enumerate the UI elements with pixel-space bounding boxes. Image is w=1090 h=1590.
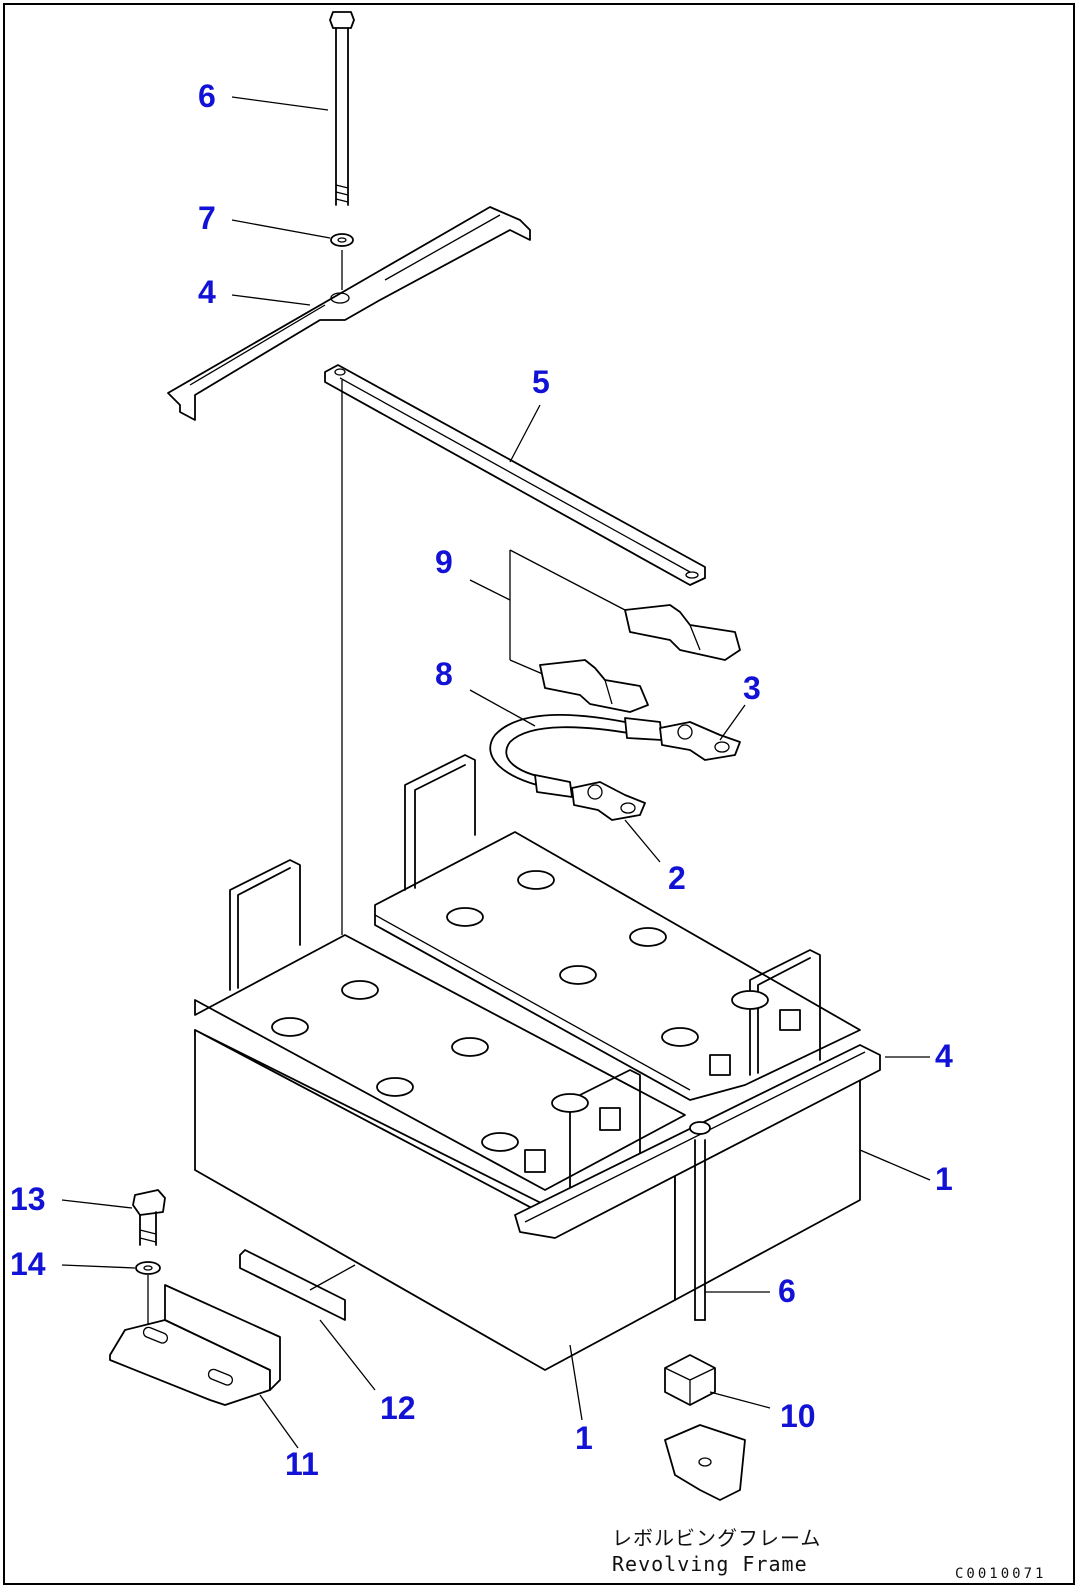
part-6-top-bolt xyxy=(329,11,355,290)
part-7-washer xyxy=(330,233,354,247)
callout-14: 14 xyxy=(10,1246,46,1282)
drawing-code: C0010071 xyxy=(955,1566,1047,1582)
callout-8: 8 xyxy=(435,656,453,692)
callout-11: 11 xyxy=(285,1446,319,1482)
part-2-terminal xyxy=(571,781,646,821)
part-6-bottom-bolt xyxy=(694,1139,706,1321)
part-4-bracket-top xyxy=(167,206,531,421)
callout-7: 7 xyxy=(198,200,216,236)
part-13-bolt xyxy=(132,1189,166,1246)
part-1-battery-rear xyxy=(374,754,861,1101)
callout-1-right: 1 xyxy=(935,1161,953,1197)
callout-3: 3 xyxy=(743,670,761,706)
callout-6-top: 6 xyxy=(198,78,216,114)
leader-lines xyxy=(61,96,931,1449)
caption-japanese: レボルビングフレーム xyxy=(612,1526,822,1550)
part-4-bracket-lower xyxy=(514,1044,881,1239)
callout-1-bottom: 1 xyxy=(575,1420,593,1456)
callout-2: 2 xyxy=(668,860,686,896)
drawing-border xyxy=(3,3,1075,1585)
part-10-nut xyxy=(664,1354,716,1406)
part-9-connector xyxy=(509,549,741,713)
callout-9: 9 xyxy=(435,544,453,580)
callout-13: 13 xyxy=(10,1181,46,1217)
callout-6-bottom: 6 xyxy=(778,1273,796,1309)
part-12-pad xyxy=(239,1249,356,1321)
callout-4-right: 4 xyxy=(935,1038,953,1074)
part-8-cable xyxy=(489,714,663,798)
revolving-frame-plate xyxy=(664,1424,746,1501)
callout-5: 5 xyxy=(532,364,550,400)
part-5-strap xyxy=(324,364,706,586)
callout-12: 12 xyxy=(380,1390,416,1426)
callout-4-top: 4 xyxy=(198,274,216,310)
part-11-l-bracket xyxy=(109,1284,281,1406)
part-3-terminal xyxy=(659,721,741,761)
caption-english: Revolving Frame xyxy=(612,1552,808,1576)
part-1-battery-front xyxy=(194,859,861,1371)
callout-10: 10 xyxy=(780,1398,816,1434)
